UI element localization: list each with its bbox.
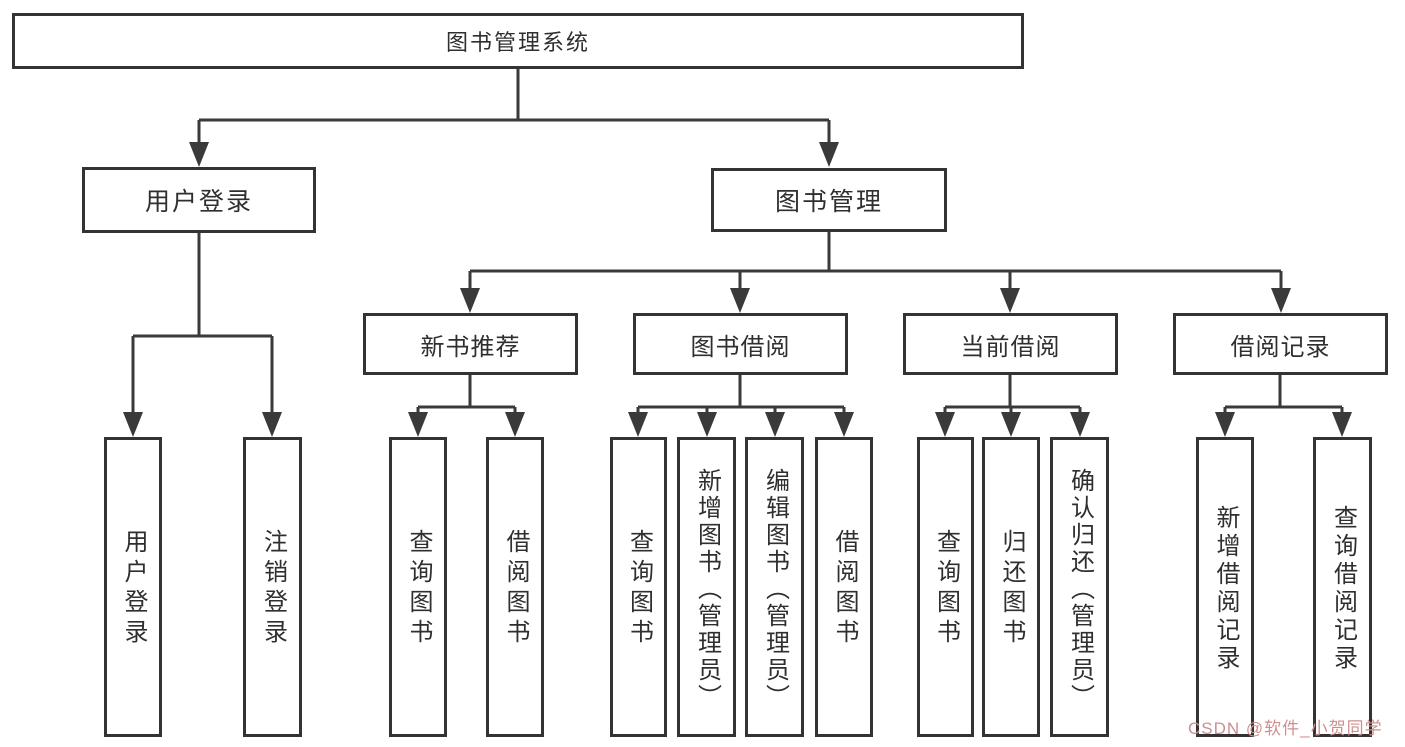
leaf-logout: 注销登录 <box>243 437 302 737</box>
node-current-borrowing: 当前借阅 <box>903 313 1118 375</box>
leaf-borrowing-borrow-books: 借阅图书 <box>815 437 873 737</box>
leaf-recommend-query-books: 查询图书 <box>389 437 447 737</box>
node-book-borrowing: 图书借阅 <box>633 313 848 375</box>
leaf-current-query-books: 查询图书 <box>917 437 974 737</box>
leaf-records-query-record: 查询借阅记录 <box>1313 437 1372 737</box>
leaf-current-return-books: 归还图书 <box>982 437 1040 737</box>
leaf-recommend-borrow-books: 借阅图书 <box>486 437 544 737</box>
node-root-system: 图书管理系统 <box>12 13 1024 69</box>
leaf-borrowing-edit-books-admin: 编辑图书（管理员） <box>745 437 804 737</box>
watermark-text: CSDN @软件_小贺同学 <box>1188 719 1383 738</box>
leaf-borrowing-add-books-admin: 新增图书（管理员） <box>677 437 736 737</box>
leaf-records-add-record: 新增借阅记录 <box>1196 437 1254 737</box>
node-user-login: 用户登录 <box>82 167 316 233</box>
node-new-book-recommend: 新书推荐 <box>363 313 578 375</box>
node-book-management: 图书管理 <box>711 168 947 232</box>
leaf-user-login: 用户登录 <box>104 437 162 737</box>
node-borrow-records: 借阅记录 <box>1173 313 1388 375</box>
leaf-borrowing-query-books: 查询图书 <box>610 437 667 737</box>
leaf-current-confirm-return-admin: 确认归还（管理员） <box>1050 437 1109 737</box>
